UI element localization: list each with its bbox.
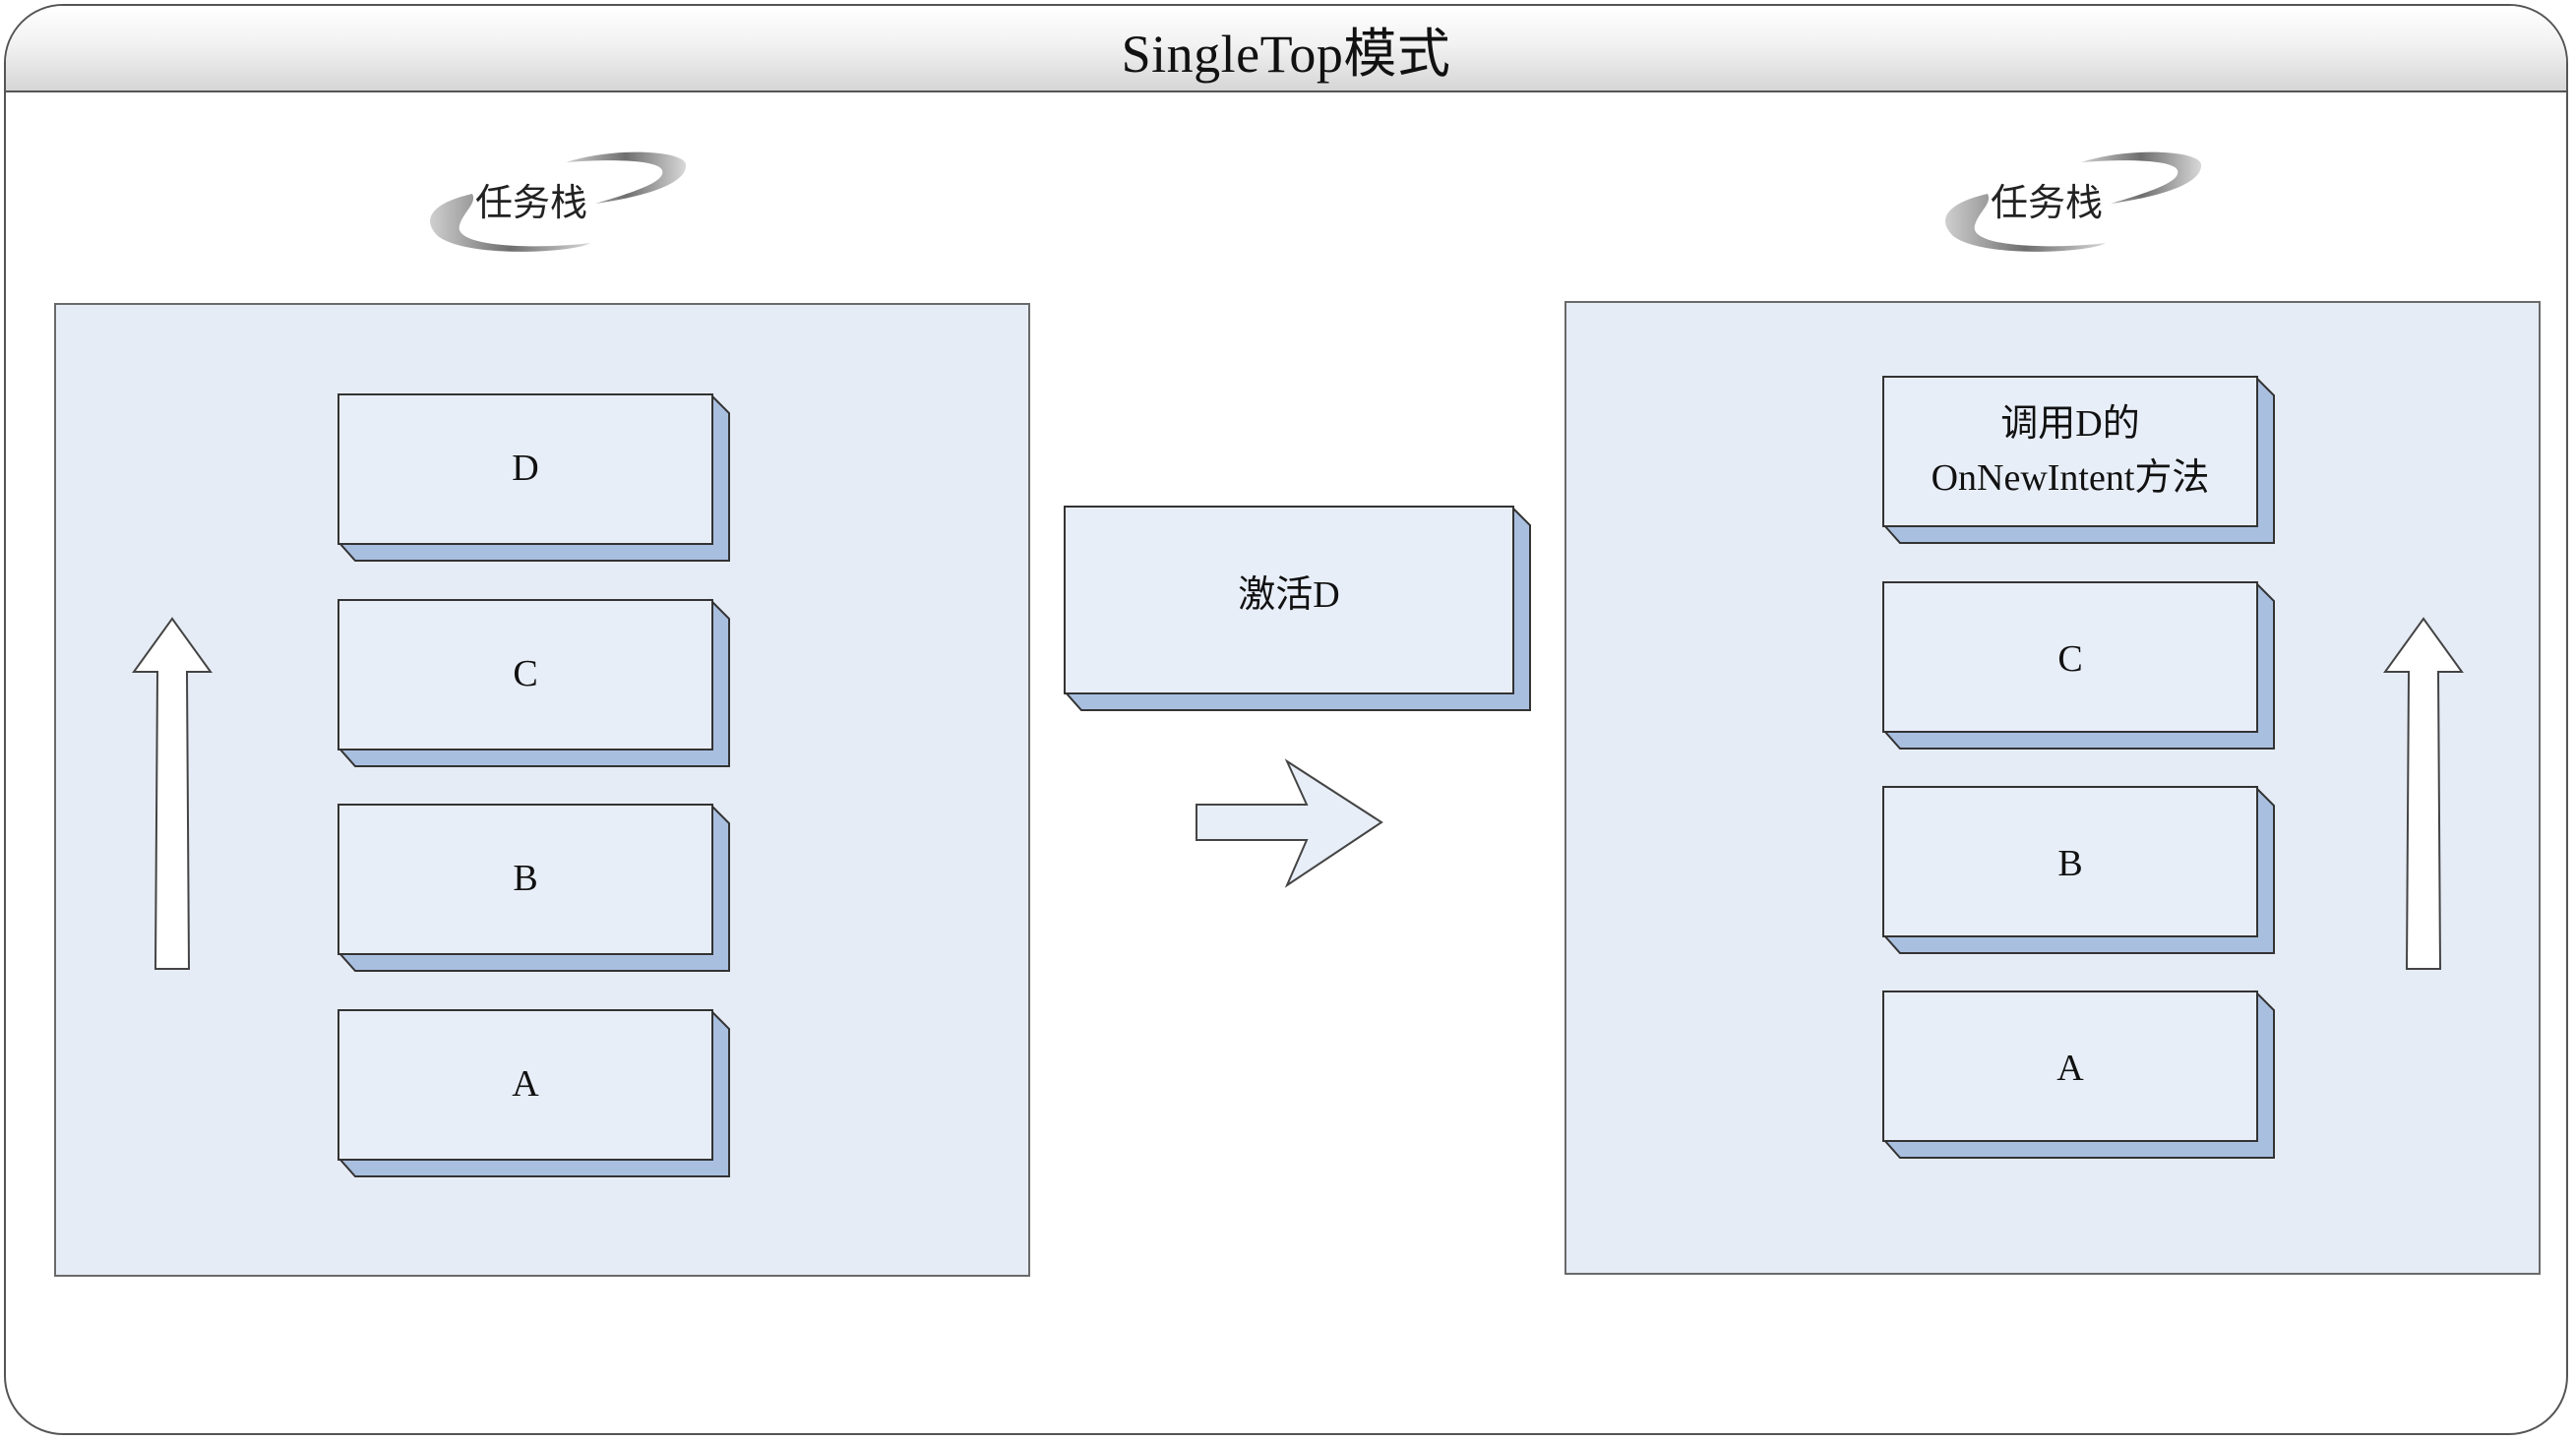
- title-bar: SingleTop模式: [6, 6, 2566, 92]
- block-label: B: [1882, 786, 2258, 937]
- right-stack-item-c: C: [1881, 580, 2276, 751]
- left-stack-label-group: 任务栈: [379, 143, 694, 261]
- block-label: B: [337, 804, 713, 955]
- left-stack-item-c: C: [337, 598, 731, 768]
- block-label: 激活D: [1064, 506, 1514, 694]
- right-stack-item-b: B: [1881, 785, 2276, 955]
- block-label: C: [1882, 581, 2258, 733]
- right-stack-label-group: 任务栈: [1894, 143, 2209, 261]
- block-label: C: [337, 599, 713, 751]
- swirl-icon: [430, 151, 687, 252]
- left-stack-label: 任务栈: [474, 183, 587, 224]
- up-arrow-icon: [2383, 617, 2464, 970]
- activate-d-block: 激活D: [1063, 505, 1532, 712]
- right-stack-item-d: 调用D的 OnNewIntent方法: [1881, 375, 2276, 545]
- left-stack-item-d: D: [337, 392, 731, 563]
- right-stack-item-a: A: [1881, 990, 2276, 1160]
- block-label: A: [337, 1009, 713, 1161]
- swirl-icon: [1945, 151, 2202, 252]
- block-label: D: [337, 393, 713, 545]
- up-arrow-icon: [132, 617, 213, 970]
- right-stack-label: 任务栈: [1990, 183, 2103, 224]
- block-label: A: [1882, 991, 2258, 1142]
- right-arrow-icon: [1196, 758, 1383, 888]
- left-stack-item-b: B: [337, 803, 731, 973]
- diagram-title: SingleTop模式: [1121, 24, 1451, 84]
- block-label: 调用D的 OnNewIntent方法: [1882, 376, 2258, 527]
- left-stack-item-a: A: [337, 1008, 731, 1178]
